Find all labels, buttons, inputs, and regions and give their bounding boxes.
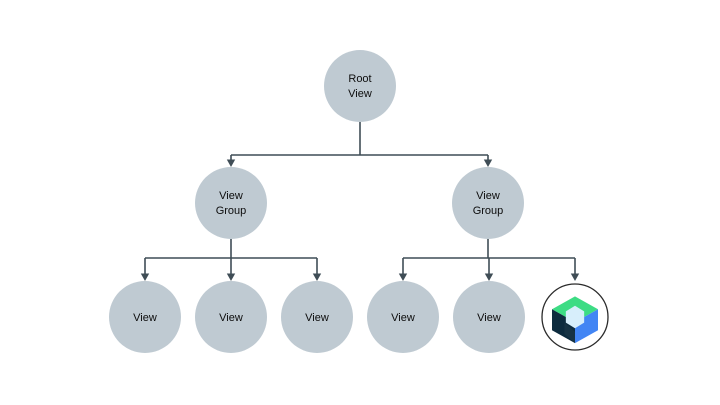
arrow-head-icon — [398, 273, 408, 281]
view-leaf-node-2[interactable]: View — [195, 281, 267, 353]
logo-left-face-shade — [564, 322, 575, 344]
logo-center-hexagon — [565, 305, 585, 329]
node-circle[interactable] — [195, 167, 267, 239]
compose-logo-node[interactable] — [541, 283, 609, 351]
node-label-line1: View — [219, 190, 243, 202]
node-label: View — [305, 312, 329, 324]
node-label: View — [133, 312, 157, 324]
node-circle[interactable] — [109, 281, 181, 353]
edge-left-group-to-leaves — [140, 239, 322, 281]
node-circle[interactable] — [281, 281, 353, 353]
view-leaf-node-1[interactable]: View — [109, 281, 181, 353]
view-leaf-node-5[interactable]: View — [453, 281, 525, 353]
arrow-head-icon — [226, 159, 236, 167]
node-label-line1: Root — [348, 73, 371, 85]
node-circle[interactable] — [453, 281, 525, 353]
node-label-line2: Group — [216, 205, 247, 217]
arrow-head-icon — [484, 273, 494, 281]
edge-root-to-groups — [226, 122, 493, 167]
view-leaf-node-3[interactable]: View — [281, 281, 353, 353]
node-label-line1: View — [476, 190, 500, 202]
node-label: View — [391, 312, 415, 324]
logo-right-face — [575, 309, 598, 344]
node-label: View — [219, 312, 243, 324]
node-label-line2: Group — [473, 205, 504, 217]
edge-right-group-to-leaves — [398, 239, 580, 281]
node-circle[interactable] — [367, 281, 439, 353]
node-circle[interactable] — [195, 281, 267, 353]
node-label: View — [477, 312, 501, 324]
jetpack-compose-logo-icon — [552, 296, 598, 344]
view-leaf-node-4[interactable]: View — [367, 281, 439, 353]
arrow-head-icon — [226, 273, 236, 281]
edges-layer — [140, 122, 580, 281]
node-circle[interactable] — [452, 167, 524, 239]
arrow-head-icon — [570, 273, 580, 281]
node-circle[interactable] — [324, 50, 396, 122]
node-label-line2: View — [348, 88, 372, 100]
arrow-head-icon — [483, 159, 493, 167]
arrow-head-icon — [312, 273, 322, 281]
arrow-head-icon — [140, 273, 150, 281]
